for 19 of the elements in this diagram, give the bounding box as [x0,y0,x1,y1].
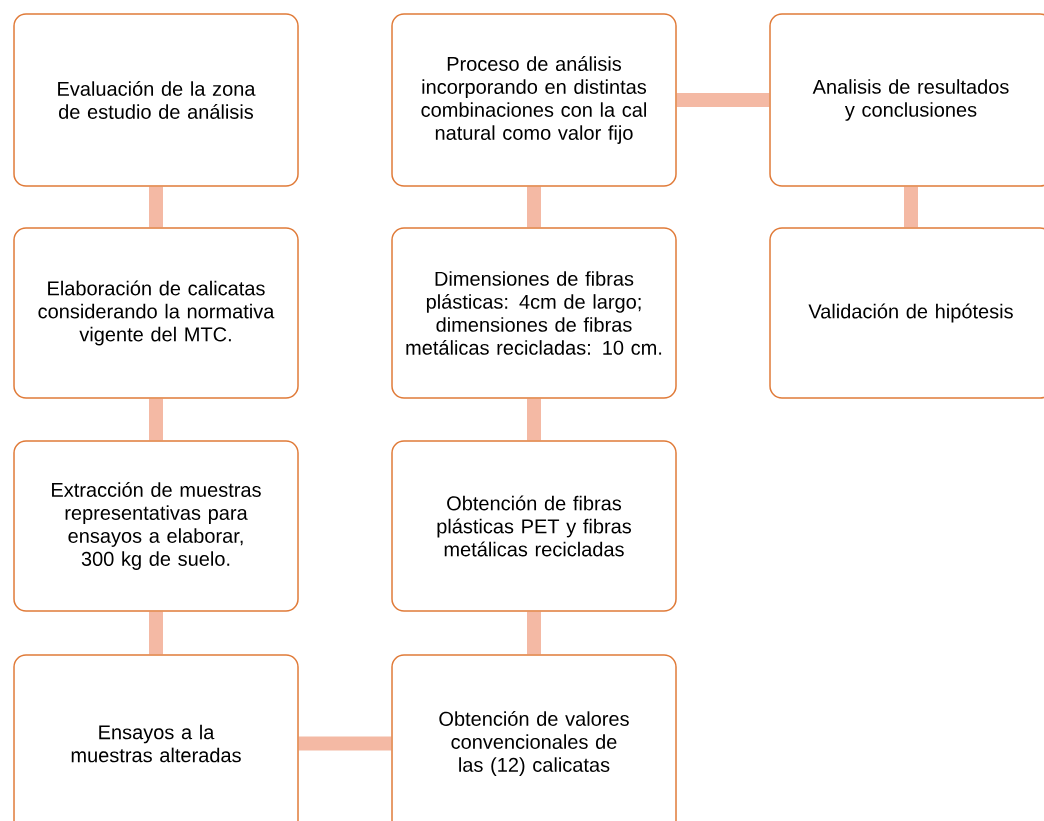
process-box: Analisis de resultados y conclusiones [769,13,1044,187]
process-box: Elaboración de calicatas considerando la normativa vigente del MTC. [13,227,299,399]
process-box: Dimensiones de fibras plásticas: 4cm de largo; dimensiones de fibras metálicas recicladas: 10 cm. [391,227,677,399]
connector-band [904,186,918,228]
connector-band [149,398,163,441]
process-box: Obtención de valores convencionales de las (12) calicatas [391,654,677,821]
process-box: Obtención de fibras plásticas PET y fibras metálicas recicladas [391,440,677,612]
process-box: Ensayos a la muestras alteradas [13,654,299,821]
connector-band [298,736,392,751]
process-box: Evaluación de la zona de estudio de análisis [13,13,299,187]
connector-band [676,93,770,107]
process-box: Validación de hipótesis [769,227,1044,399]
connector-band [527,186,541,228]
connector-band [149,186,163,228]
process-box: Extracción de muestras representativas para ensayos a elaborar, 300 kg de suelo. [13,440,299,612]
connector-band [149,611,163,655]
connector-band [527,398,541,441]
connector-band [527,611,541,655]
process-box: Proceso de análisis incorporando en distintas combinaciones con la cal natural como valor fijo [391,13,677,187]
